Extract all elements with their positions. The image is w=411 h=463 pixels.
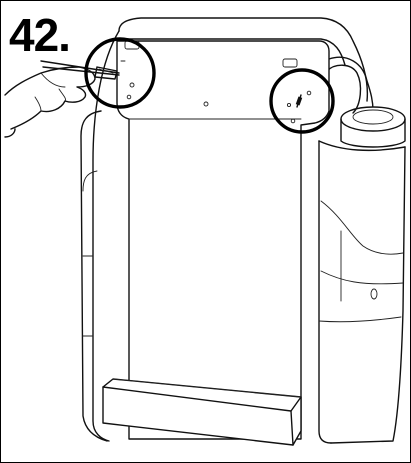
front-panel (116, 40, 330, 440)
right-screw-callout (269, 68, 335, 134)
base-foot (102, 378, 302, 446)
step-number: 42. (9, 9, 71, 61)
hand-with-screwdriver-icon (4, 60, 120, 138)
screw-holes (126, 82, 312, 124)
machine-housing (80, 17, 406, 444)
screw-icon (295, 94, 303, 108)
left-screw-callout (84, 37, 156, 109)
